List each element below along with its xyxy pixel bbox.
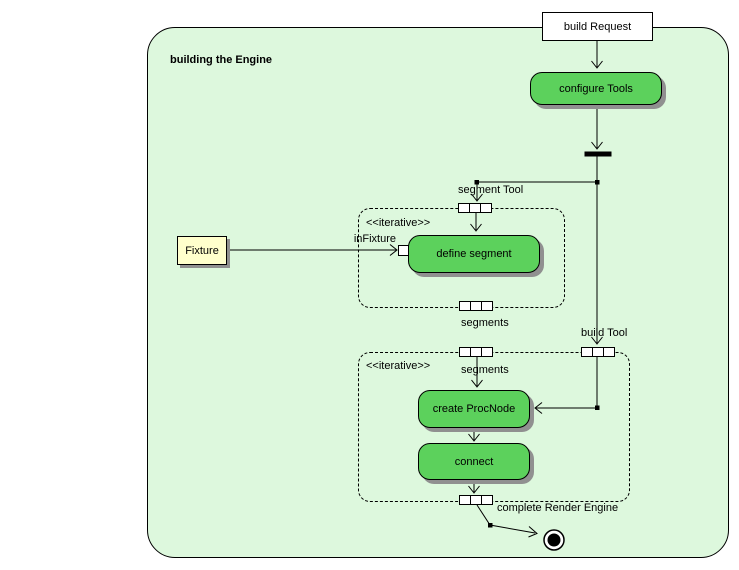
label-segments-in: segments	[461, 364, 509, 376]
node-label: connect	[454, 455, 494, 468]
junction-dot	[474, 180, 479, 185]
arrowhead-icon	[468, 433, 480, 442]
node-label: Fixture	[185, 244, 219, 257]
region-iterative-2	[358, 352, 630, 502]
label-complete-render-engine: complete Render Engine	[497, 502, 619, 514]
node-configure-tools: configure Tools	[530, 72, 662, 105]
arrowhead-icon	[534, 402, 543, 414]
node-label: create ProcNode	[432, 403, 516, 415]
final-node-icon	[543, 529, 565, 551]
pin-segment-tool	[458, 203, 492, 213]
label-segments-out: segments	[461, 317, 509, 329]
arrowhead-icon	[591, 336, 603, 345]
arrowhead-icon	[471, 379, 483, 388]
fork-bar	[584, 151, 612, 157]
junction-dot	[595, 405, 600, 410]
label-in-fixture: inFixture	[353, 233, 396, 245]
arrowhead-icon	[470, 223, 482, 232]
label-segment-tool: segment Tool	[458, 184, 524, 196]
node-label: build Request	[563, 20, 632, 33]
pin-segments-out	[459, 301, 493, 311]
node-fixture: Fixture	[177, 236, 227, 265]
node-create-procnode: create ProcNode	[418, 390, 530, 428]
arrowhead-icon	[591, 141, 603, 150]
pin-segments-in	[459, 347, 493, 357]
edge-buildtool-to-procnode	[536, 357, 598, 409]
arrowhead-icon	[471, 193, 483, 202]
region-iterative-2-label: <<iterative>>	[366, 360, 431, 372]
pin-complete-render-engine	[459, 495, 493, 505]
node-build-request: build Request	[542, 12, 653, 41]
arrowhead-icon	[468, 485, 480, 494]
junction-dot	[488, 523, 493, 528]
node-label: define segment	[436, 248, 512, 260]
pin-build-tool	[581, 347, 615, 357]
node-define-segment: define segment	[408, 235, 540, 273]
label-build-tool: build Tool	[581, 327, 628, 339]
arrowhead-icon	[591, 60, 603, 69]
junction-dot	[595, 180, 600, 185]
arrowhead-icon	[528, 526, 538, 538]
arrowhead-icon	[389, 244, 398, 256]
frame-title: building the Engine	[170, 54, 273, 66]
pin-in-fixture	[398, 245, 409, 256]
node-label: configure Tools	[559, 82, 633, 95]
region-iterative-1-label: <<iterative>>	[366, 217, 431, 229]
node-connect: connect	[418, 443, 530, 480]
